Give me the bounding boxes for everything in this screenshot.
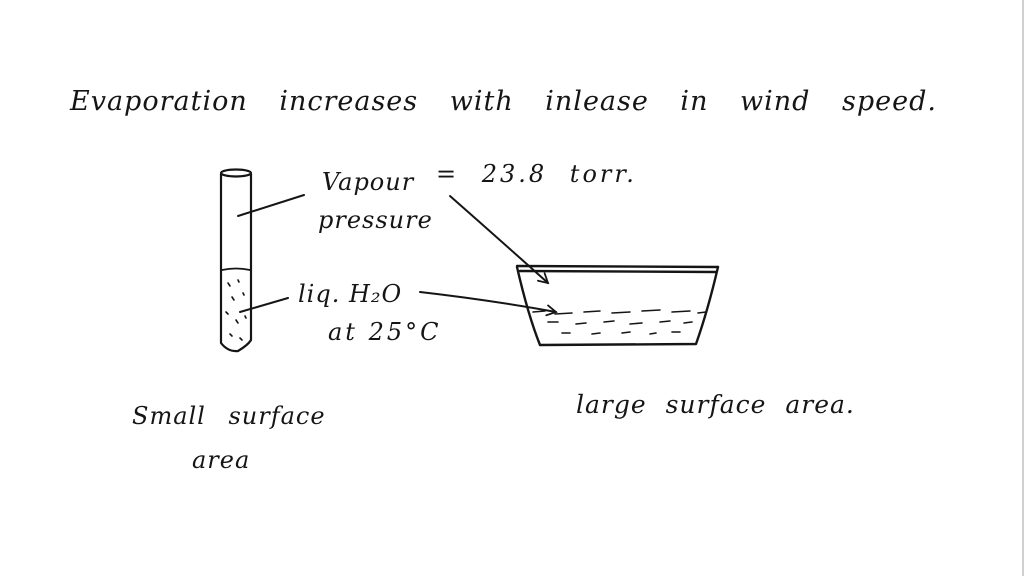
small-surface-area-label: area (192, 446, 251, 474)
tube-liquid (221, 267, 251, 341)
liquid-pointer-line (239, 297, 289, 313)
test-tube (219, 168, 253, 353)
temperature-label: at 25°C (328, 318, 442, 346)
pressure-label: pressure (318, 206, 433, 234)
vapour-pointer-line (237, 194, 305, 217)
open-basin (515, 264, 720, 347)
liquid-arrow (419, 291, 558, 317)
right-edge-divider (1022, 0, 1024, 576)
vapour-pressure-value: = 23.8 torr. (436, 160, 637, 188)
basin-liquid (532, 309, 707, 335)
vapour-arrow (449, 195, 550, 285)
diagram-title: Evaporation increases with inlease in wi… (70, 86, 938, 117)
vapour-label: Vapour (322, 168, 415, 196)
large-surface-label: large surface area. (576, 390, 855, 419)
liquid-label: liq. H₂O (298, 280, 403, 308)
small-surface-label: Small surface (132, 402, 326, 430)
